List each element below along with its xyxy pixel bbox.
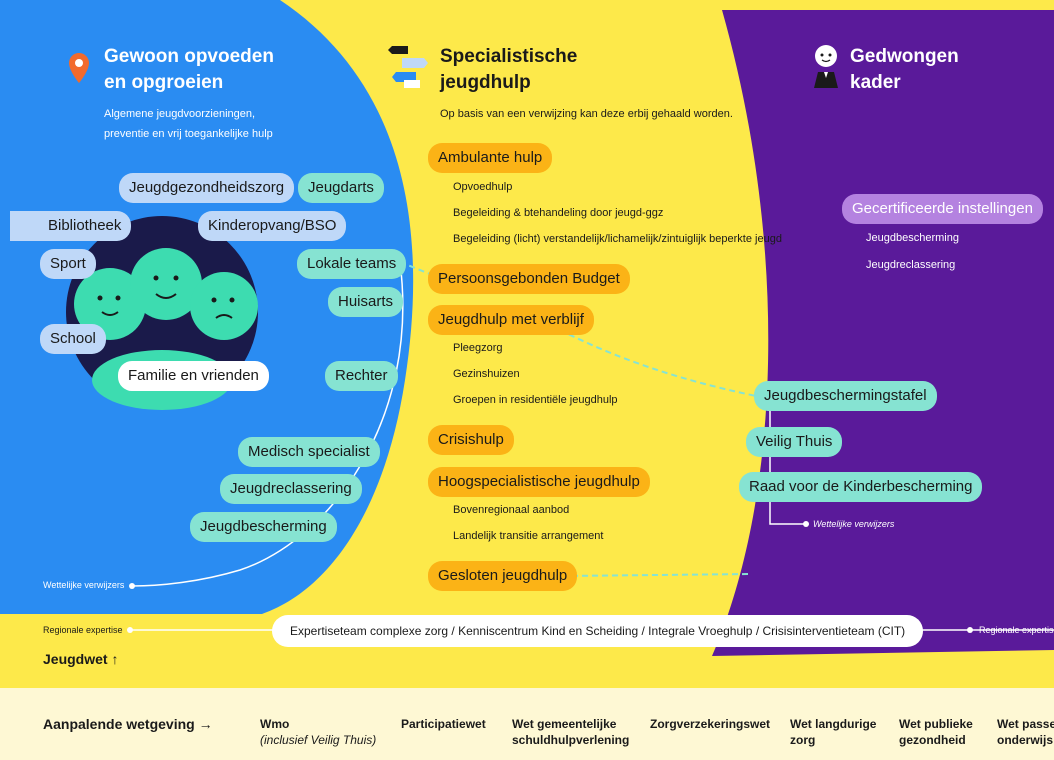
right-wettelijke-verwijzers: Wettelijke verwijzers <box>813 519 895 529</box>
purple-region <box>712 10 1054 656</box>
law-participatiewet-name: Participatiewet <box>401 717 486 731</box>
pill-jeugdreclassering[interactable]: Jeugdreclassering <box>220 474 362 504</box>
sub-gezinshuizen: Gezinshuizen <box>453 368 520 380</box>
sub-jeugdbescherming: Jeugdbescherming <box>866 232 959 244</box>
pill-huisarts[interactable]: Huisarts <box>328 287 404 317</box>
law-wpo-line2: onderwijs <box>997 733 1054 747</box>
person-icon <box>814 45 838 88</box>
law-langdurige-zorg[interactable]: Wet langdurige zorg <box>790 716 876 748</box>
law-wlz-line1: Wet langdurige <box>790 717 877 731</box>
law-zorgverzekeringswet-name: Zorgverzekeringswet <box>650 717 771 731</box>
signpost-icon <box>388 46 428 88</box>
left-wettelijke-verwijzers: Wettelijke verwijzers <box>43 580 125 590</box>
pill-kinderopvang[interactable]: Kinderopvang/BSO <box>198 211 347 241</box>
item-gesloten-jeugdhulp[interactable]: Gesloten jeugdhulp <box>428 561 578 591</box>
footer-region <box>0 688 1054 760</box>
sub-groepen-residentieel: Groepen in residentiële jeugdhulp <box>453 394 618 406</box>
pill-bibliotheek[interactable]: Bibliotheek <box>10 211 132 241</box>
item-persoonsgebonden-budget[interactable]: Persoonsgebonden Budget <box>428 264 630 294</box>
left-column-description: Algemene jeugdvoorzieningen, preventie e… <box>104 104 273 144</box>
jeugdwet-label[interactable]: Jeugdwet ↑ <box>43 651 119 667</box>
left-column-title: Gewoon opvoeden en opgroeien <box>104 44 274 96</box>
law-wpg-line1: Wet publieke <box>899 717 973 731</box>
law-publieke-gezondheid[interactable]: Wet publieke gezondheid <box>899 716 973 748</box>
sub-opvoedhulp: Opvoedhulp <box>453 181 513 193</box>
law-schuld-line1: Wet gemeentelijke <box>512 717 617 731</box>
sub-jeugd-ggz: Begeleiding & btehandeling door jeugd-gg… <box>453 207 664 219</box>
pill-rechter[interactable]: Rechter <box>325 361 398 391</box>
pill-jeugdgezondheidszorg[interactable]: Jeugdgezondheidszorg <box>119 173 295 203</box>
middle-title-line1: Specialistische <box>440 46 578 67</box>
law-wmo-note: (inclusief Veilig Thuis) <box>260 733 377 747</box>
left-title-line1: Gewoon opvoeden <box>104 46 274 67</box>
middle-column-description: Op basis van een verwijzing kan deze erb… <box>440 108 733 120</box>
pill-sport[interactable]: Sport <box>40 249 96 279</box>
pill-raad-voor-de-kinderbescherming[interactable]: Raad voor de Kinderbescherming <box>739 472 983 502</box>
sub-beperkte-jeugd: Begeleiding (licht) verstandelijk/licham… <box>453 233 782 245</box>
right-title-line1: Gedwongen <box>850 46 959 67</box>
law-wpo-line1: Wet passend <box>997 717 1054 731</box>
law-passend-onderwijs[interactable]: Wet passend onderwijs <box>997 716 1054 748</box>
item-jeugdhulp-met-verblijf[interactable]: Jeugdhulp met verblijf <box>428 305 594 335</box>
item-hoogspecialistische-jeugdhulp[interactable]: Hoogspecialistische jeugdhulp <box>428 467 650 497</box>
left-desc-line1: Algemene jeugdvoorzieningen, <box>104 108 256 120</box>
regionale-expertise-right: Regionale expertise <box>979 625 1054 635</box>
pill-jeugdarts[interactable]: Jeugdarts <box>298 173 384 203</box>
law-wlz-line2: zorg <box>790 733 816 747</box>
pill-jeugdbeschermingstafel[interactable]: Jeugdbeschermingstafel <box>754 381 937 411</box>
pill-jeugdbescherming[interactable]: Jeugdbescherming <box>190 512 337 542</box>
aanpalende-wetgeving-title: Aanpalende wetgeving → <box>43 716 213 732</box>
sub-landelijk-transitie: Landelijk transitie arrangement <box>453 530 604 542</box>
law-wpg-line2: gezondheid <box>899 733 966 747</box>
location-pin-icon <box>69 53 89 83</box>
right-title-line2: kader <box>850 72 901 93</box>
middle-column-title: Specialistische jeugdhulp <box>440 44 577 96</box>
sub-bovenregionaal: Bovenregionaal aanbod <box>453 504 570 516</box>
law-wmo-name: Wmo <box>260 717 290 731</box>
sub-pleegzorg: Pleegzorg <box>453 342 503 354</box>
pill-familie-en-vrienden[interactable]: Familie en vrienden <box>118 361 269 391</box>
left-desc-line2: preventie en vrij toegankelijke hulp <box>104 128 273 140</box>
item-gecertificeerde-instellingen[interactable]: Gecertificeerde instellingen <box>842 194 1043 224</box>
expertise-bar[interactable]: Expertiseteam complexe zorg / Kenniscent… <box>272 615 924 647</box>
item-crisishulp[interactable]: Crisishulp <box>428 425 514 455</box>
law-zorgverzekeringswet[interactable]: Zorgverzekeringswet <box>650 716 770 732</box>
right-column-title: Gedwongen kader <box>850 44 959 96</box>
pill-lokale-teams[interactable]: Lokale teams <box>297 249 407 279</box>
item-ambulante-hulp[interactable]: Ambulante hulp <box>428 143 553 173</box>
pill-school[interactable]: School <box>40 324 106 354</box>
middle-title-line2: jeugdhulp <box>440 72 531 93</box>
pill-veilig-thuis[interactable]: Veilig Thuis <box>746 427 843 457</box>
law-wmo[interactable]: Wmo (inclusief Veilig Thuis) <box>260 716 376 748</box>
regionale-expertise-left: Regionale expertise <box>43 625 123 635</box>
law-schuldhulpverlening[interactable]: Wet gemeentelijke schuldhulpverlening <box>512 716 629 748</box>
law-participatiewet[interactable]: Participatiewet <box>401 716 486 732</box>
sub-jeugdreclassering: Jeugdreclassering <box>866 259 956 271</box>
pill-medisch-specialist[interactable]: Medisch specialist <box>238 437 380 467</box>
law-schuld-line2: schuldhulpverlening <box>512 733 630 747</box>
left-title-line2: en opgroeien <box>104 72 224 93</box>
